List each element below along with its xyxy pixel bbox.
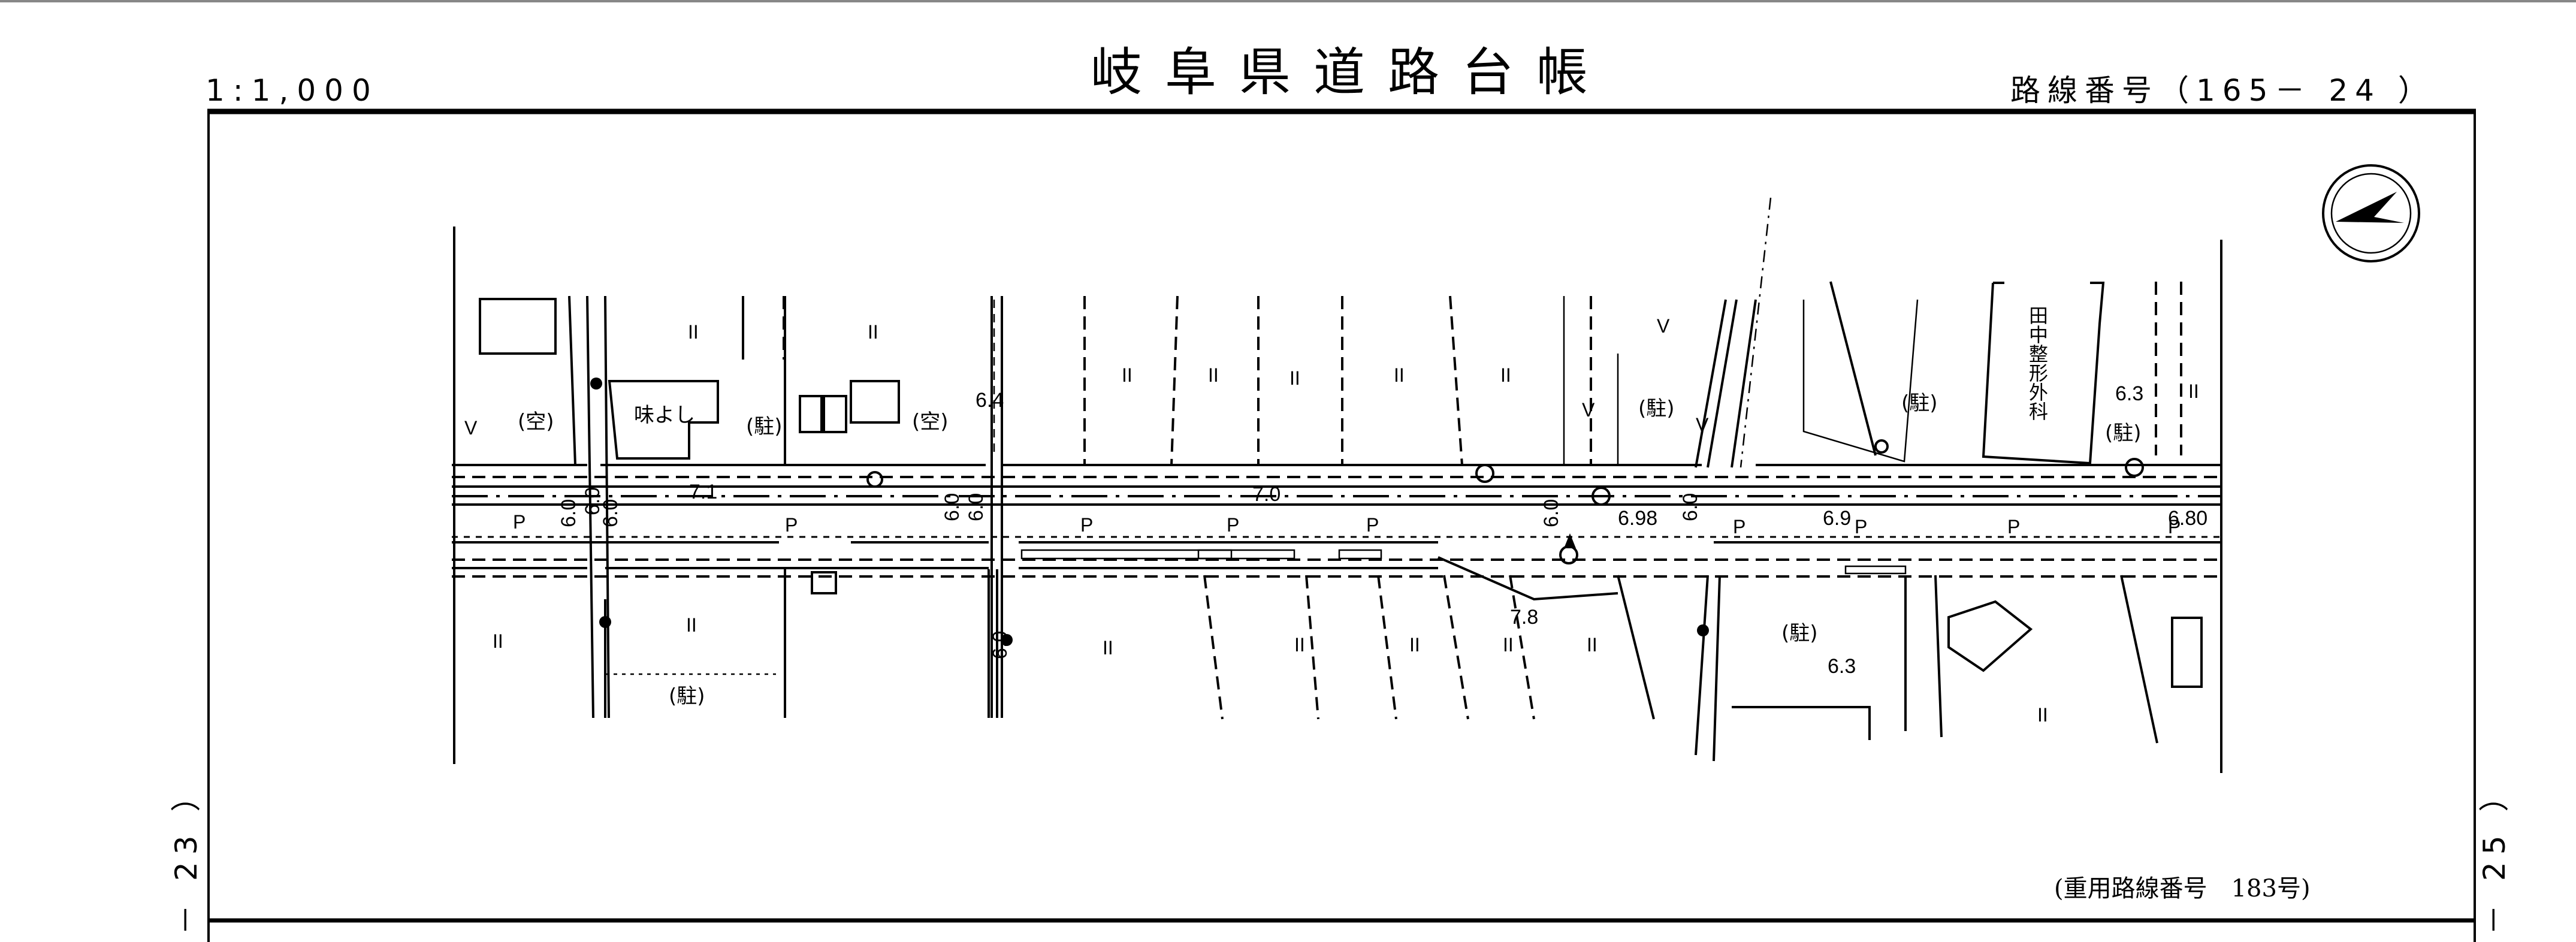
label-parking: (駐) [1781,621,1818,645]
label-vacant-lot: (空) [518,410,554,434]
elevation-label: 7.8 [1510,606,1538,629]
field-symbol: II [1409,634,1420,656]
field-symbol: II [1122,364,1133,386]
field-symbol: II [2188,381,2199,402]
field-symbols: II II II II II II II II II II II II II I… [493,321,2199,726]
elevation-label: 6.9 [1823,507,1851,530]
field-symbol: II [688,321,699,343]
parking-lane-mark: P [513,511,526,533]
main-road [452,464,2221,578]
road-width-label: 6.0 [965,493,987,521]
parking-lane-mark: P [785,514,798,536]
elevation-label: 7.0 [1252,483,1281,506]
benchmark-icon [1564,533,1576,548]
parking-lane-mark: P [1733,516,1745,538]
road-width-label: 6.0 [581,487,604,515]
grass-symbols: V V V V [464,315,1709,439]
label-parking: (駐) [669,684,705,708]
adjacent-sheet-right: － 25 ） [2477,775,2512,935]
north-arrow-icon [2322,164,2420,262]
parking-lane-mark: P [1855,516,1867,538]
parcel-lines [453,227,2222,773]
field-symbol: II [1103,637,1113,659]
parking-lane-mark: P [1366,514,1379,536]
field-symbol: II [868,321,878,343]
label-parking: (駐) [1638,397,1675,421]
field-symbol: II [1289,367,1300,389]
parking-lane-mark: P [2007,516,2020,538]
map-frame [207,108,2476,942]
parking-lane-mark: P [1080,514,1093,536]
field-symbol: II [686,614,697,636]
sheet-title: 岐阜県道路台帳 [1091,43,1611,102]
side-roads [586,197,1772,762]
telephone-pole-icon [1591,487,1611,506]
field-symbol: II [1503,634,1514,656]
elevation-label: 6.3 [1828,655,1856,678]
label-parking: (駐) [746,415,783,439]
label-tanaka-clinic: 田中整形外科 [2026,306,2049,421]
label-parking: (駐) [1901,391,1938,415]
map-scale: 1:1,000 [206,73,379,108]
road-width-label: 6.0 [1540,499,1563,527]
field-symbol: II [1587,634,1597,656]
parking-lane-mark: P [1227,514,1239,536]
label-ajiyoshi: 味よし [634,403,695,427]
field-symbol: II [1394,364,1405,386]
label-vacant-lot: (空) [912,410,949,434]
field-symbol: II [1500,364,1511,386]
road-width-label: 6.0 [941,493,964,521]
ajiyoshi-building [608,380,719,460]
label-parking: (駐) [2105,421,2142,445]
field-symbol: II [1208,364,1219,386]
field-symbol: II [1294,634,1305,656]
elevation-label: 6.4 [976,389,1004,412]
road-width-label: 6.0 [599,499,622,527]
grass-symbol: V [1696,414,1709,436]
grass-symbol: V [464,417,478,439]
route-number: 路線番号（165－ 24 ） [2010,73,2435,108]
elevation-label: 7.1 [689,481,717,503]
buildings [479,282,2203,688]
parking-lane-mark: P [2168,516,2181,538]
road-width-label: 6.0 [557,499,580,527]
road-width-label: 6.0 [989,631,1011,659]
elevation-label: 6.3 [2115,382,2143,405]
field-symbol: II [493,630,503,652]
grass-symbol: V [1582,399,1595,421]
parking-lane-marks: P P P P P P P P P [513,511,2181,538]
field-symbol: II [2037,704,2048,726]
utility-pole-icons [590,378,2144,646]
overlapping-route-note: (重用路線番号 183号) [2054,875,2311,902]
elevation-label: 6.98 [1618,507,1657,530]
grass-symbol: V [1657,315,1670,337]
road-width-label: 6.0 [1679,493,1702,521]
elevation-label: 6.80 [2168,507,2207,530]
tanaka-clinic-building [1982,282,2105,465]
adjacent-sheet-left: － 23 ） [169,775,204,935]
